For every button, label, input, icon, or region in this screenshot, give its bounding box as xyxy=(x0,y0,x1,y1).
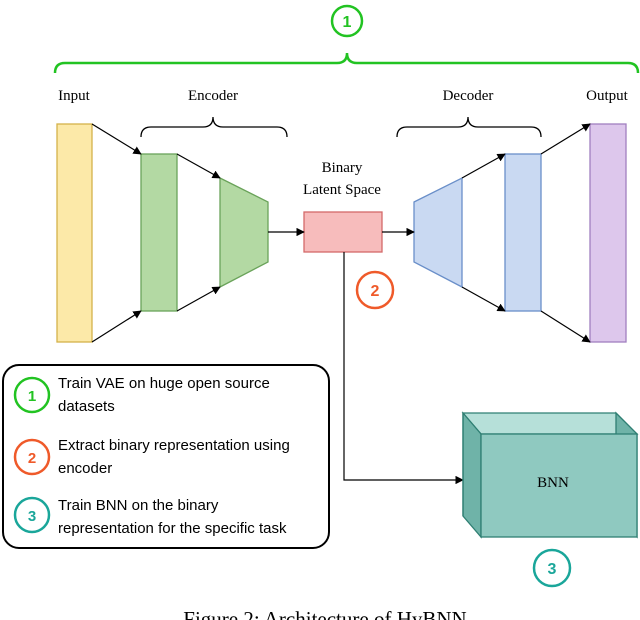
input-label: Input xyxy=(58,88,90,104)
bnn-step-marker-number: 3 xyxy=(548,561,557,578)
legend-step-1-badge xyxy=(13,376,51,414)
legend-step-3: 3 Train BNN on the binary representation… xyxy=(13,496,287,537)
top-brace xyxy=(53,52,640,74)
bnn-label: BNN xyxy=(537,475,569,491)
legend-step-1-line2: datasets xyxy=(58,398,115,415)
legend-step-2-line2: encoder xyxy=(58,460,112,477)
latent-label-line1: Binary xyxy=(322,160,363,176)
latent-step-marker: 2 xyxy=(355,270,395,310)
output-label: Output xyxy=(586,88,629,104)
legend-step-3-number: 3 xyxy=(28,508,36,525)
encoder-layer-2 xyxy=(219,176,269,289)
encoder-brace xyxy=(140,116,288,138)
output-block xyxy=(589,123,627,343)
legend-step-1-number: 1 xyxy=(28,388,36,405)
top-step-marker: 1 xyxy=(330,4,364,38)
top-step-marker-number: 1 xyxy=(343,14,352,31)
bnn-block: BNN xyxy=(461,411,639,539)
flow-arrows xyxy=(91,123,591,485)
legend-step-1: 1 Train VAE on huge open source datasets xyxy=(13,375,270,415)
legend-step-2-line1: Extract binary representation using xyxy=(58,437,290,454)
figure-caption: Figure 2: Architecture of HyBNN xyxy=(183,607,466,620)
legend-step-3-line1: Train BNN on the binary xyxy=(58,497,219,514)
decoder-brace xyxy=(396,116,542,138)
decoder-label: Decoder xyxy=(443,88,494,104)
bnn-step-marker: 3 xyxy=(532,548,572,588)
encoder-layer-1 xyxy=(140,153,178,312)
legend-step-2: 2 Extract binary representation using en… xyxy=(13,437,290,477)
encoder-label: Encoder xyxy=(188,88,238,104)
legend-step-1-line1: Train VAE on huge open source xyxy=(58,375,270,392)
binary-latent-space-block xyxy=(303,211,383,253)
legend-step-2-number: 2 xyxy=(28,450,36,467)
latent-label-line2: Latent Space xyxy=(303,182,381,198)
decoder-layer-2 xyxy=(504,153,542,312)
input-block xyxy=(56,123,93,343)
legend-step-2-badge xyxy=(13,438,51,476)
decoder-layer-1 xyxy=(413,176,463,289)
legend-step-3-badge xyxy=(13,496,51,534)
latent-step-marker-number: 2 xyxy=(371,283,380,300)
legend-step-3-line2: representation for the specific task xyxy=(58,520,287,537)
steps-legend-box xyxy=(2,364,330,549)
